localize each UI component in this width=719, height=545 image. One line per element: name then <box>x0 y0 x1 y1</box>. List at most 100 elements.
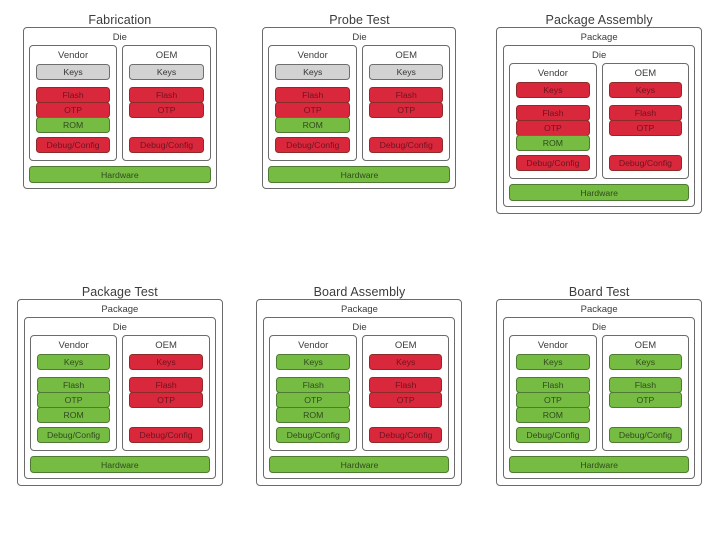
spacer <box>276 370 350 377</box>
block-debug-config-oem: Debug/Config <box>608 155 683 171</box>
block-flash-vendor: Flash <box>516 377 590 393</box>
package-label: Package <box>580 32 618 43</box>
spacer <box>369 80 444 87</box>
die-label: Die <box>352 322 367 333</box>
die-label: Die <box>112 32 127 43</box>
block-flash-vendor: Flash <box>276 377 350 393</box>
spacer <box>129 118 204 137</box>
block-debug-config-vendor: Debug/Config <box>516 427 590 443</box>
block-flash-oem: Flash <box>368 87 444 103</box>
block-flash-vendor: Flash <box>275 87 350 103</box>
hardware-bar: Hardware <box>268 166 451 183</box>
block-keys-oem: Keys <box>368 354 443 370</box>
spacer <box>369 408 443 427</box>
block-debug-config-oem: Debug/Config <box>368 137 444 153</box>
block-otp-vendor: OTP <box>36 392 111 408</box>
block-debug-config-vendor: Debug/Config <box>276 427 350 443</box>
panel-title: Board Test <box>568 285 630 299</box>
block-otp-oem: OTP <box>608 120 683 136</box>
block-flash-oem: Flash <box>608 377 683 393</box>
block-otp-vendor: OTP <box>516 392 590 408</box>
block-otp-oem: OTP <box>608 392 683 408</box>
hardware-bar: Hardware <box>29 456 210 473</box>
panel-title: Probe Test <box>329 13 390 27</box>
hardware-bar: Hardware <box>509 184 690 201</box>
block-debug-config-oem: Debug/Config <box>368 427 443 443</box>
block-flash-oem: Flash <box>368 377 443 393</box>
column-label-oem: OEM <box>634 340 657 351</box>
block-flash-oem: Flash <box>608 105 683 121</box>
column-label-vendor: Vendor <box>58 340 89 351</box>
block-keys-oem: Keys <box>608 82 683 98</box>
package-label: Package <box>580 304 618 315</box>
die-label: Die <box>352 32 367 43</box>
spacer <box>129 408 203 427</box>
block-otp-oem: OTP <box>368 102 444 118</box>
block-keys-vendor: Keys <box>35 64 111 80</box>
block-keys-vendor: Keys <box>516 82 590 98</box>
spacer <box>609 98 683 105</box>
block-debug-config-oem: Debug/Config <box>129 137 204 153</box>
block-keys-oem: Keys <box>129 64 204 80</box>
panel-title: Package Assembly <box>545 13 653 27</box>
block-debug-config-oem: Debug/Config <box>608 427 683 443</box>
block-rom-vendor: ROM <box>276 407 350 423</box>
block-otp-oem: OTP <box>368 392 443 408</box>
block-rom-vendor: ROM <box>516 407 590 423</box>
column-label-vendor: Vendor <box>537 340 568 351</box>
die-label: Die <box>112 322 127 333</box>
block-otp-vendor: OTP <box>275 102 350 118</box>
block-keys-vendor: Keys <box>276 354 350 370</box>
spacer <box>275 80 350 87</box>
column-label-vendor: Vendor <box>58 50 89 61</box>
block-keys-vendor: Keys <box>275 64 350 80</box>
block-otp-oem: OTP <box>129 102 204 118</box>
block-rom-vendor: ROM <box>516 135 590 151</box>
spacer <box>516 98 590 105</box>
block-debug-config-vendor: Debug/Config <box>35 137 111 153</box>
hardware-bar: Hardware <box>269 456 450 473</box>
column-label-vendor: Vendor <box>297 50 328 61</box>
block-otp-vendor: OTP <box>516 120 590 136</box>
spacer <box>369 118 444 137</box>
block-flash-oem: Flash <box>129 87 204 103</box>
spacer <box>129 370 203 377</box>
column-label-oem: OEM <box>634 68 657 79</box>
block-rom-vendor: ROM <box>36 407 111 423</box>
block-flash-vendor: Flash <box>516 105 590 121</box>
column-label-vendor: Vendor <box>298 340 329 351</box>
